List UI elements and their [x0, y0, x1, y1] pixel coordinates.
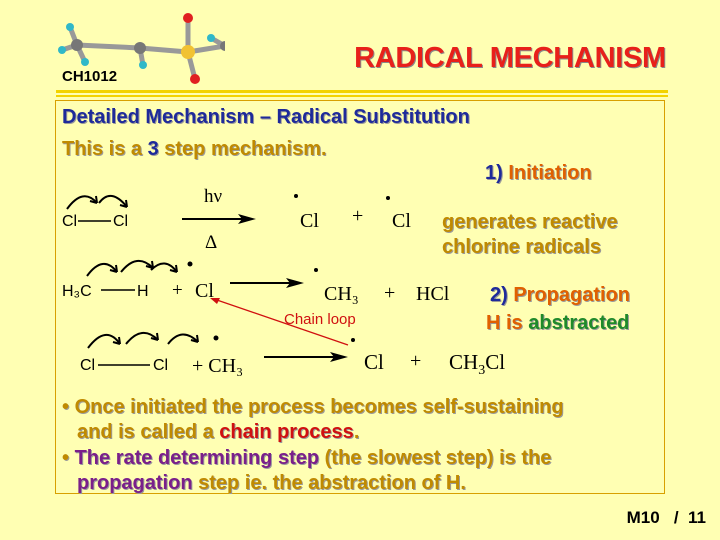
cl-radical-product: Cl	[364, 350, 384, 374]
step2-arrow-icon	[264, 352, 348, 362]
radical-dot	[294, 194, 298, 198]
bullet-2: • The rate determining step (the slowest…	[62, 447, 552, 494]
cl-radical: Cl	[195, 280, 214, 302]
h-abstracted-note: H is abstracted	[486, 312, 630, 334]
h3c-label: H₃C	[62, 283, 92, 300]
chain-loop-label: Chain loop	[284, 311, 356, 328]
radical-dot	[386, 196, 390, 200]
plus-sign: +	[352, 205, 364, 227]
propagation-label: 2) Propagation	[490, 284, 631, 306]
subtitle: Detailed Mechanism – Radical Substitutio…	[62, 106, 470, 128]
ch3-radical: CH₃	[324, 283, 359, 305]
plus-sign: +	[384, 282, 396, 304]
plus-sign: +	[172, 280, 183, 301]
title-rule-top	[56, 90, 668, 93]
cl-left: Cl	[80, 357, 96, 374]
slide-number: M10 / 11	[626, 508, 706, 527]
cl-right: Cl	[153, 357, 169, 374]
title-rule-bottom	[56, 95, 668, 97]
intro-line: This is a 3 step mechanism.	[62, 138, 327, 160]
bullet-1: • Once initiated the process becomes sel…	[62, 396, 564, 443]
propagation-arrow-icon	[230, 278, 304, 288]
condition-heat: Δ	[205, 232, 218, 253]
radical-dot	[351, 338, 355, 342]
hcl-product: HCl	[416, 283, 450, 305]
course-code: CH1012	[62, 68, 118, 85]
slide-title: RADICAL MECHANISM	[354, 42, 666, 74]
product-cl-radical-a: Cl	[300, 210, 319, 232]
h-label: H	[137, 283, 149, 300]
initiation-cl-left: Cl	[62, 213, 78, 230]
molecule-logo-icon	[58, 13, 225, 84]
ch3cl-product: CH3Cl	[449, 350, 506, 379]
condition-hv: hν	[204, 186, 223, 207]
initiation-label: 1) Initiation	[485, 162, 592, 184]
propagation-bond-arrows-icon	[86, 260, 193, 291]
product-cl-radical-b: Cl	[392, 210, 411, 232]
step2-bond-arrows-icon	[87, 332, 219, 366]
radical-dot	[314, 268, 318, 272]
content-frame	[55, 100, 665, 494]
plus-sign: +	[410, 350, 422, 372]
initiation-arrow-icon	[182, 214, 256, 224]
chain-loop-arrow-icon	[210, 298, 349, 346]
initiation-bond-arrows-icon	[66, 195, 128, 222]
initiation-cl-right: Cl	[113, 213, 129, 230]
plus-ch3-reactant: + CH₃	[192, 355, 244, 377]
